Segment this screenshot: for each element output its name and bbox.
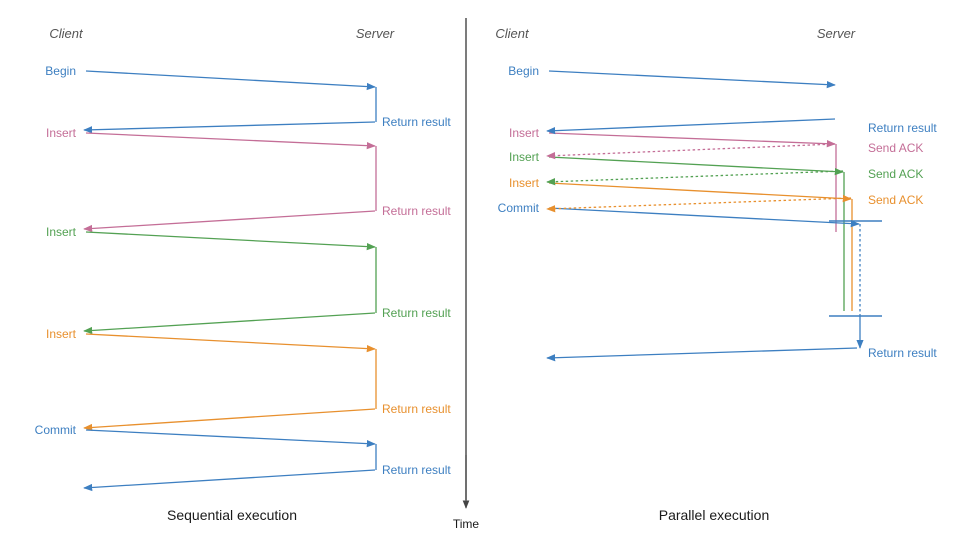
request-arrow bbox=[548, 70, 836, 89]
message-label-send-ack: Send ACK bbox=[868, 141, 923, 155]
response-arrow bbox=[83, 408, 376, 432]
request-arrow bbox=[85, 333, 376, 353]
message-label-insert: Insert bbox=[46, 126, 77, 140]
response-arrow bbox=[83, 210, 376, 233]
request-arrow bbox=[85, 132, 376, 150]
message-label-insert: Insert bbox=[509, 176, 540, 190]
actor-label-server: Server bbox=[817, 26, 856, 41]
response-arrow bbox=[546, 347, 858, 362]
message-label-insert: Insert bbox=[509, 126, 540, 140]
message-label-return-result: Return result bbox=[382, 115, 451, 129]
message-label-insert: Insert bbox=[46, 225, 77, 239]
ack-arrow bbox=[546, 170, 844, 186]
panel-caption-parallel: Parallel execution bbox=[659, 507, 770, 523]
response-arrow bbox=[83, 121, 376, 134]
request-arrow bbox=[548, 182, 852, 203]
request-arrow bbox=[85, 231, 376, 251]
request-arrow bbox=[548, 156, 844, 176]
response-arrow bbox=[546, 118, 836, 135]
message-label-insert: Insert bbox=[509, 150, 540, 164]
message-label-commit: Commit bbox=[35, 423, 77, 437]
message-label-return-result: Return result bbox=[382, 204, 451, 218]
message-label-insert: Insert bbox=[46, 327, 77, 341]
actor-label-client: Client bbox=[49, 26, 84, 41]
message-label-send-ack: Send ACK bbox=[868, 193, 923, 207]
message-label-return-result: Return result bbox=[868, 346, 937, 360]
message-label-return-result: Return result bbox=[382, 463, 451, 477]
message-label-return-result: Return result bbox=[382, 306, 451, 320]
message-label-return-result: Return result bbox=[868, 121, 937, 135]
panel-caption-sequential: Sequential execution bbox=[167, 507, 297, 523]
request-arrow bbox=[85, 70, 376, 91]
time-axis-label: Time bbox=[453, 517, 480, 531]
request-arrow bbox=[548, 207, 860, 228]
message-label-begin: Begin bbox=[508, 64, 539, 78]
message-label-return-result: Return result bbox=[382, 402, 451, 416]
message-label-send-ack: Send ACK bbox=[868, 167, 923, 181]
response-arrow bbox=[83, 312, 376, 335]
ack-arrow bbox=[546, 197, 852, 213]
request-arrow bbox=[548, 132, 836, 148]
response-arrow bbox=[83, 469, 376, 492]
ack-arrow bbox=[546, 143, 836, 160]
actor-label-client: Client bbox=[495, 26, 530, 41]
request-arrow bbox=[85, 429, 376, 448]
message-label-commit: Commit bbox=[498, 201, 540, 215]
actor-label-server: Server bbox=[356, 26, 395, 41]
message-label-begin: Begin bbox=[45, 64, 76, 78]
